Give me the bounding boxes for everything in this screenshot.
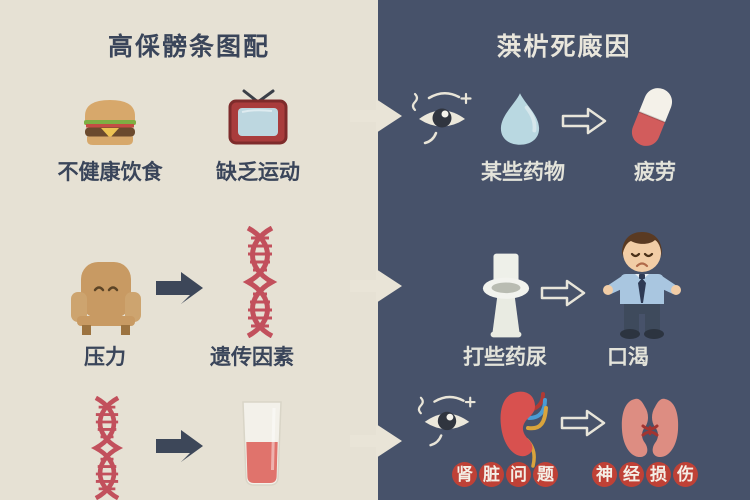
dna-icon: [238, 225, 282, 339]
label-certain-medications: 某些药物: [481, 160, 565, 184]
eye-icon: [413, 390, 481, 450]
label-lack-of-exercise: 缺乏运动: [216, 160, 300, 184]
char-chip: 脏: [479, 462, 504, 487]
kidneys-pair-icon: [619, 396, 681, 462]
sad-man-icon: [602, 226, 682, 340]
left-title: 高倸髈条图配: [107, 32, 270, 61]
char-chip: 神: [592, 462, 617, 487]
label-unhealthy-diet: 不健康饮食: [57, 160, 163, 184]
pill-capsule-icon: [626, 83, 677, 152]
hamburger-icon: [80, 94, 140, 148]
right-title: 葓㭊死廄因: [496, 32, 632, 61]
arrow-right-outline-icon: [539, 276, 587, 310]
char-chip: 肾: [452, 462, 477, 487]
char-chip: 题: [533, 462, 558, 487]
kidney-icon: [497, 388, 549, 468]
armchair-icon: [68, 256, 144, 336]
eye-icon: [408, 86, 476, 148]
dna-icon: [85, 395, 129, 500]
char-chip: 经: [619, 462, 644, 487]
label-kidney-problems: 肾脏问题: [420, 462, 590, 487]
label-stress: 压力: [84, 345, 126, 369]
label-fatigue: 疲劳: [634, 160, 676, 184]
flow-arrow-icon: [350, 96, 402, 136]
label-thirst: 口渴: [607, 345, 649, 369]
char-chip: 问: [506, 462, 531, 487]
flow-arrow-icon: [350, 421, 402, 461]
label-nerve-damage: 神经损伤: [560, 462, 730, 487]
arrow-right-icon: [156, 270, 206, 306]
char-chip: 伤: [673, 462, 698, 487]
flow-arrow-icon: [350, 266, 402, 306]
water-drop-icon: [499, 90, 541, 148]
arrow-right-icon: [156, 428, 206, 464]
tv-icon: [227, 88, 289, 146]
toilet-icon: [480, 250, 532, 340]
arrow-right-outline-icon: [559, 406, 607, 440]
label-genetic-factors: 遗传因素: [210, 345, 294, 369]
arrow-right-outline-icon: [560, 104, 608, 138]
label-frequent-urination: 打些药尿: [463, 345, 547, 369]
char-chip: 损: [646, 462, 671, 487]
glass-of-blood-icon: [238, 400, 286, 488]
right-panel: 葓㭊死廄因: [378, 0, 750, 500]
left-panel: 高倸髈条图配 不健康饮食 缺乏运动: [0, 0, 378, 500]
